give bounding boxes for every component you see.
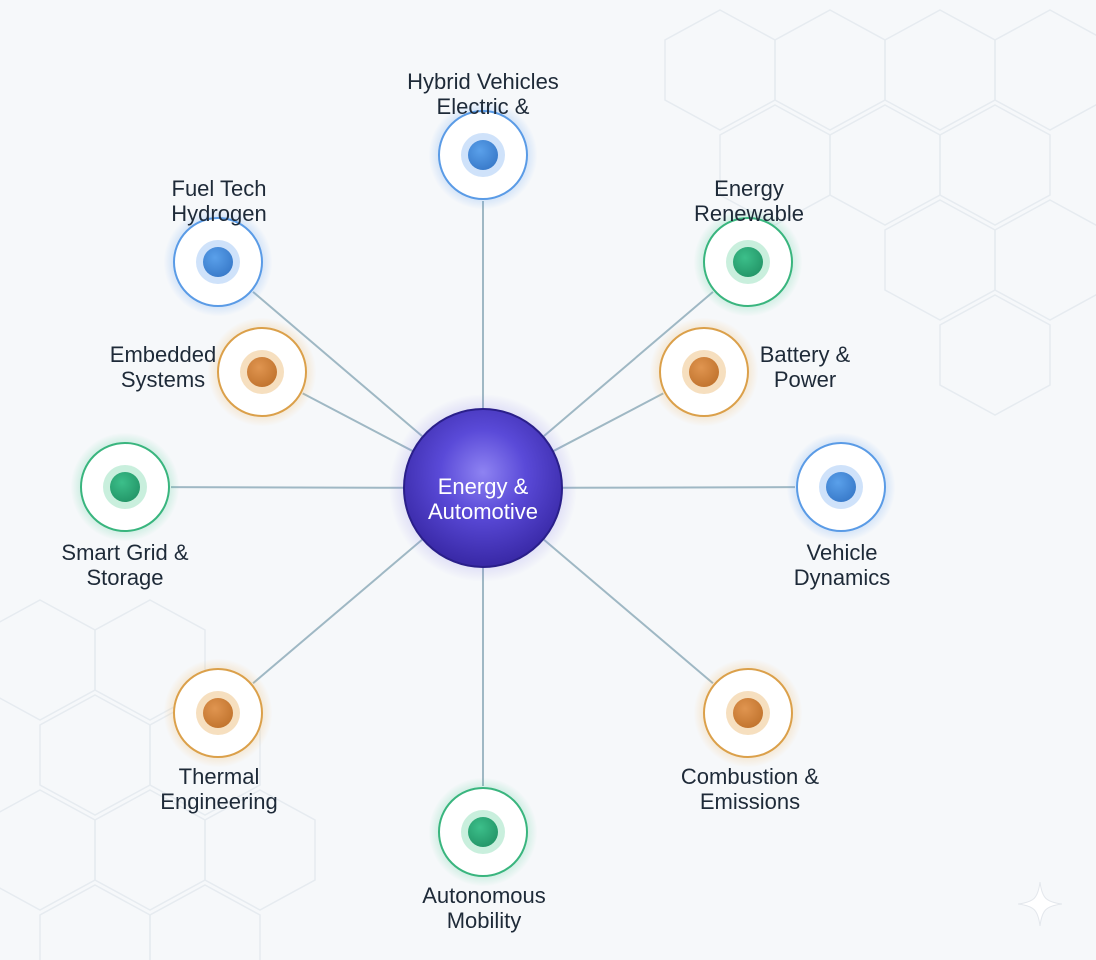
label-smart-grid-storage: Smart Grid & Storage: [61, 540, 189, 590]
node-dot: [689, 357, 719, 387]
node-ring: [217, 327, 307, 417]
label-vehicle-dynamics: Vehicle Dynamics: [793, 540, 891, 590]
label-battery-power: Battery & Power: [759, 342, 851, 392]
node-dot: [203, 698, 233, 728]
node-dot: [468, 817, 498, 847]
connector-hydrogen-fuel-tech: [252, 291, 423, 437]
node-dot: [247, 357, 277, 387]
label-combustion-emissions: Combustion & Emissions: [680, 764, 820, 814]
connector-vehicle-dynamics: [562, 486, 796, 489]
node-dot: [203, 247, 233, 277]
connector-embedded-systems: [302, 392, 413, 452]
connector-thermal-engineering: [252, 539, 423, 684]
connector-combustion-emissions: [543, 539, 714, 684]
label-hybrid-vehicles: Hybrid Vehicles Electric &: [407, 69, 559, 119]
center-label: Energy & Automotive: [427, 474, 539, 524]
node-dot: [733, 698, 763, 728]
node-dot: [826, 472, 856, 502]
connector-smart-grid-storage: [170, 486, 404, 489]
connector-battery-power: [553, 392, 664, 452]
node-dot: [110, 472, 140, 502]
label-thermal-engineering: Thermal Engineering: [160, 764, 278, 814]
label-renewable-energy: Energy Renewable: [693, 176, 805, 226]
node-dot: [468, 140, 498, 170]
label-embedded-systems: Embedded Systems: [109, 342, 217, 392]
sparkle-icon: [1017, 881, 1063, 927]
label-autonomous-mobility: Autonomous Mobility: [422, 883, 546, 933]
node-dot: [733, 247, 763, 277]
center-disc: [403, 408, 563, 568]
label-hydrogen-fuel-tech: Fuel Tech Hydrogen: [171, 176, 267, 226]
connector-renewable-energy: [543, 291, 714, 437]
